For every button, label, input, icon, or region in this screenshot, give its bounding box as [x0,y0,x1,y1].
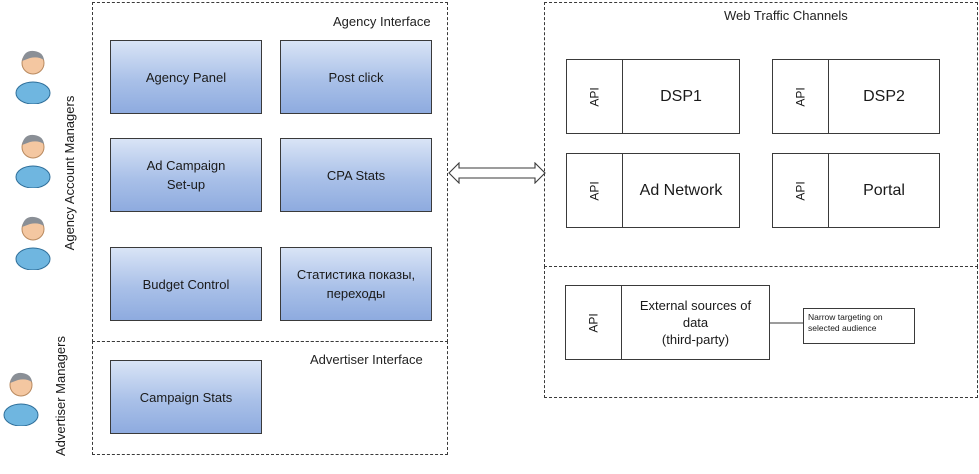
channel-dsp2[interactable]: API DSP2 [772,59,940,134]
agency-account-managers-label: Agency Account Managers [62,95,77,251]
web-traffic-channels-title: Web Traffic Channels [724,8,848,23]
campaign-stats-module[interactable]: Campaign Stats [110,360,262,434]
channel-label: DSP2 [863,87,905,105]
api-connector: API [773,60,829,133]
external-data-sources[interactable]: API External sources of data (third-part… [565,285,770,360]
channel-portal[interactable]: API Portal [772,153,940,228]
connector-line [769,322,805,324]
channel-dsp1[interactable]: API DSP1 [566,59,740,134]
external-sources-label: External sources of data (third-party) [639,298,752,347]
agency-manager-person-icon-1 [15,50,51,104]
channel-ad-network[interactable]: API Ad Network [566,153,740,228]
advertiser-managers-label: Advertiser Managers [53,336,68,456]
advertiser-interface-title: Advertiser Interface [310,352,423,367]
api-connector: API [567,60,623,133]
post-click-module[interactable]: Post click [280,40,432,114]
advertiser-manager-person-icon [3,372,39,426]
impressions-clicks-stats-module[interactable]: Статистика показы, переходы [280,247,432,321]
external-sources-container [544,266,978,398]
ad-campaign-setup-module[interactable]: Ad Campaign Set-up [110,138,262,212]
bidirectional-arrow-icon [448,162,546,184]
targeting-note: Narrow targeting on selected audience [803,308,915,344]
agency-manager-person-icon-2 [15,134,51,188]
agency-interface-title: Agency Interface [333,14,431,29]
api-connector: API [567,154,623,227]
agency-manager-person-icon-3 [15,216,51,270]
channel-label: DSP1 [660,87,702,105]
api-connector: API [566,286,622,359]
api-connector: API [773,154,829,227]
advertiser-interface-container [92,341,448,455]
agency-panel-module[interactable]: Agency Panel [110,40,262,114]
budget-control-module[interactable]: Budget Control [110,247,262,321]
channel-label: Ad Network [639,181,723,199]
cpa-stats-module[interactable]: CPA Stats [280,138,432,212]
channel-label: Portal [863,181,905,199]
